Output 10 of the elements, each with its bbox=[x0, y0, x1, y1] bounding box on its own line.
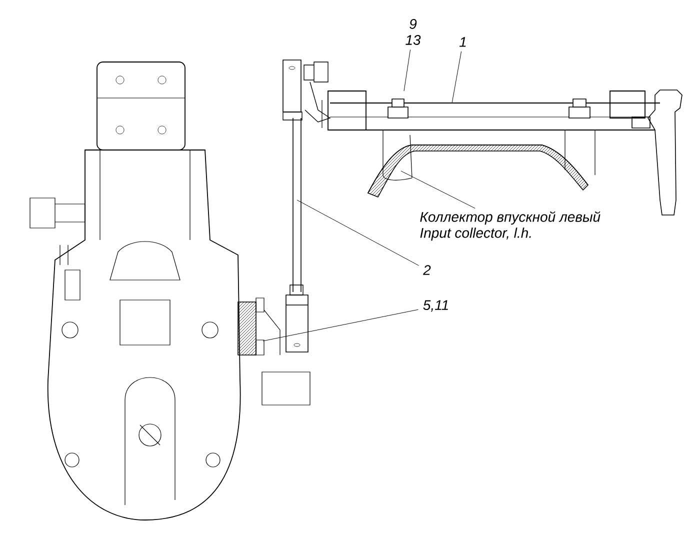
callout-number: 2 bbox=[423, 265, 431, 275]
leader-line bbox=[452, 51, 462, 104]
leader-line bbox=[404, 49, 411, 92]
leader-line bbox=[296, 200, 420, 266]
leader-line bbox=[400, 170, 476, 209]
callout-number: 1 bbox=[459, 37, 466, 47]
callout-number: 5,11 bbox=[423, 300, 448, 312]
callout-number: 9 13 bbox=[406, 19, 421, 45]
leader-line bbox=[262, 309, 419, 342]
callout-text: Коллектор впускной левый Input collector, l.h. bbox=[420, 211, 600, 241]
